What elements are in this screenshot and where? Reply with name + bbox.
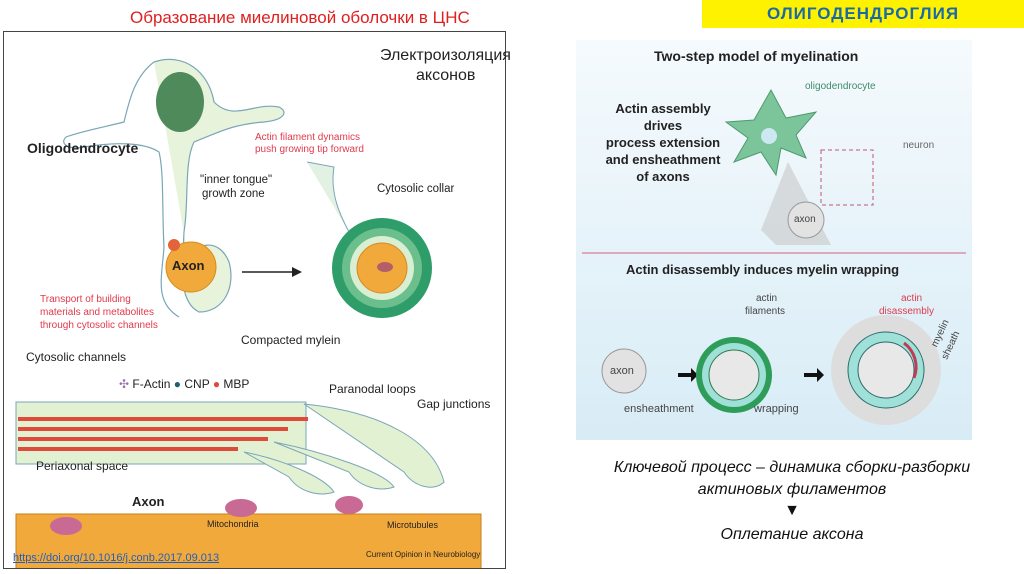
label-compacted-myelin: Compacted mylein <box>241 333 341 347</box>
label-actin-filaments-1: actin <box>756 293 778 304</box>
label-axon-circle: Axon <box>172 258 205 273</box>
label-transport-3: through cytosolic channels <box>40 320 158 331</box>
label-ensheathment: ensheathment <box>624 403 694 415</box>
down-arrow-icon: ▼ <box>784 502 800 519</box>
left-figure-frame: Электроизоляция аксонов Oligodendrocyte … <box>3 31 511 569</box>
label-actin-dynamics-1: Actin filament dynamics <box>255 132 361 143</box>
label-transport-1: Transport of building <box>40 294 131 305</box>
insulation-note-line2: аксонов <box>416 67 476 84</box>
step1-line: drives <box>643 118 683 133</box>
cnp-icon: ● <box>173 377 182 391</box>
axon-cross-section <box>165 241 217 293</box>
slide-title: Образование миелиновой оболочки в ЦНС <box>130 8 470 27</box>
label-actin-filaments-2: filaments <box>745 306 786 317</box>
topic-banner: ОЛИГОДЕНДРОГЛИЯ <box>702 0 1024 28</box>
label-transport-2: materials and metabolites <box>40 307 154 318</box>
label-gap-junctions: Gap junctions <box>417 397 491 411</box>
step1-line: and ensheathment <box>605 152 721 167</box>
right-figure-title: Two-step model of myelination <box>654 48 859 64</box>
doi-link[interactable]: https://doi.org/10.1016/j.conb.2017.09.0… <box>13 552 220 564</box>
step1-line: process extension <box>605 135 721 150</box>
label-axon-top: axon <box>794 214 816 225</box>
legend: ✣ F-Actin ● CNP ● MBP <box>119 377 249 391</box>
axon-longitudinal <box>15 513 482 568</box>
right-figure-panel: Two-step model of myelination Actin asse… <box>576 40 972 440</box>
label-axon-longitudinal: Axon <box>132 494 165 509</box>
insulation-note-line1: Электроизоляция <box>380 47 511 64</box>
label-actin-disassembly-2: disassembly <box>879 306 935 317</box>
label-inner-tongue-2: growth zone <box>202 188 265 200</box>
label-mitochondria: Mitochondria <box>207 519 259 529</box>
label-paranodal-loops: Paranodal loops <box>329 382 416 396</box>
legend-f-actin: F-Actin <box>132 377 171 391</box>
label-cytosolic-channels: Cytosolic channels <box>26 350 127 364</box>
f-actin-icon: ✣ <box>119 377 130 391</box>
step1-text: Actin assembly drives process extension … <box>588 100 738 185</box>
step1-line: of axons <box>636 169 690 184</box>
label-neuron: neuron <box>903 140 935 151</box>
axon-circle-top <box>787 201 825 239</box>
label-axon-bottom: axon <box>610 365 634 377</box>
axon-circle-bottom <box>601 348 647 394</box>
oligodendrocyte-nucleus <box>156 72 204 132</box>
source-credit: Current Opinion in Neurobiology <box>366 550 481 559</box>
legend-mbp: MBP <box>223 377 250 391</box>
label-periaxonal-space: Periaxonal space <box>36 459 129 473</box>
conclusion-line2: актиновых филаментов <box>697 481 887 498</box>
label-actin-disassembly-1: actin <box>901 293 923 304</box>
conclusion-line1: Ключевой процесс – динамика сборки-разбо… <box>613 459 971 476</box>
mbp-icon: ● <box>212 377 221 391</box>
label-wrapping: wrapping <box>754 403 799 415</box>
myelin-segment <box>15 401 307 465</box>
right-figure-illustration <box>582 88 966 425</box>
conclusion-line3: Оплетание аксона <box>720 526 864 543</box>
label-cytosolic-collar: Cytosolic collar <box>377 183 455 195</box>
label-microtubules: Microtubules <box>387 520 439 530</box>
step1-line: Actin assembly <box>615 101 711 116</box>
step2-title: Actin disassembly induces myelin wrappin… <box>626 262 900 277</box>
label-oligodendrocyte-small: oligodendrocyte <box>805 81 876 92</box>
legend-cnp: CNP <box>184 377 210 391</box>
label-actin-dynamics-2: push growing tip forward <box>255 144 364 155</box>
left-figure-illustration <box>15 58 482 568</box>
label-oligodendrocyte: Oligodendrocyte <box>27 140 139 156</box>
label-inner-tongue-1: "inner tongue" <box>200 174 273 186</box>
